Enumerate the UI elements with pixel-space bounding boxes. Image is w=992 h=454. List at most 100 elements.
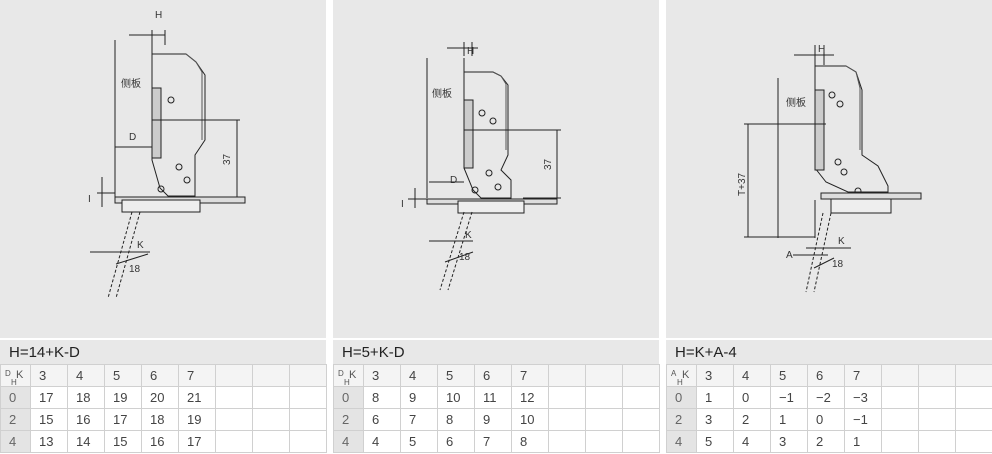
side-panel-label: 侧板	[432, 87, 452, 100]
row-header-cell: 2	[0, 408, 31, 431]
value-cell: −2	[807, 386, 845, 409]
table-row: 0 8 9 10 11 12	[333, 386, 660, 409]
empty-cell	[622, 386, 660, 409]
table-row: 4 5 4 3 2 1	[666, 430, 992, 453]
empty-cell	[252, 364, 290, 387]
value-cell: 15	[104, 430, 142, 453]
empty-cell	[548, 386, 586, 409]
hinge-drawing-3: 侧板 H T+37 A K 18	[666, 0, 992, 338]
table-row: 0 17 18 19 20 21	[0, 386, 327, 409]
value-cell: 5	[400, 430, 438, 453]
empty-cell	[215, 386, 253, 409]
value-cell: 2	[807, 430, 845, 453]
empty-cell	[881, 364, 919, 387]
value-cell: 20	[141, 386, 179, 409]
row-header-cell: 0	[666, 386, 697, 409]
empty-cell	[252, 430, 290, 453]
dim-37-label: 37	[222, 153, 233, 165]
empty-cell	[918, 386, 956, 409]
empty-cell	[215, 430, 253, 453]
table-row: 2 6 7 8 9 10	[333, 408, 660, 431]
formula-bar-2: H=5+K-D	[333, 338, 659, 364]
value-cell: 0	[733, 386, 771, 409]
value-cell: 7	[400, 408, 438, 431]
row-header-cell: 0	[0, 386, 31, 409]
header-cell: 3	[30, 364, 68, 387]
dim-18-label: 18	[832, 259, 844, 270]
empty-cell	[918, 408, 956, 431]
dim-k-label: K	[137, 240, 144, 251]
dim-k-label: K	[465, 230, 472, 241]
value-cell: 19	[104, 386, 142, 409]
value-cell: 0	[807, 408, 845, 431]
dim-h-label: H	[155, 10, 162, 21]
value-cell: 15	[30, 408, 68, 431]
header-cell: 3	[363, 364, 401, 387]
header-cell: 7	[511, 364, 549, 387]
dim-i-label: I	[401, 199, 404, 210]
dim-i-label: I	[88, 194, 91, 205]
value-cell: 11	[474, 386, 512, 409]
formula-text: H=14+K-D	[9, 344, 80, 361]
row-header-cell: 0	[333, 386, 364, 409]
empty-cell	[289, 386, 327, 409]
empty-cell	[548, 430, 586, 453]
table-row: 4 4 5 6 7 8	[333, 430, 660, 453]
dim-h-label: H	[467, 46, 474, 57]
header-cell: 6	[474, 364, 512, 387]
value-cell: 1	[696, 386, 734, 409]
header-cell: 4	[400, 364, 438, 387]
value-cell: 13	[30, 430, 68, 453]
dim-k-label: K	[838, 236, 845, 247]
empty-cell	[955, 364, 992, 387]
empty-cell	[585, 364, 623, 387]
value-cell: 3	[696, 408, 734, 431]
dim-d-label: D	[129, 132, 136, 143]
dim-h-label: H	[818, 44, 825, 55]
empty-cell	[548, 364, 586, 387]
value-cell: 8	[511, 430, 549, 453]
header-cell: 7	[844, 364, 882, 387]
value-cell: 21	[178, 386, 216, 409]
empty-cell	[955, 386, 992, 409]
empty-cell	[548, 408, 586, 431]
value-cell: 17	[104, 408, 142, 431]
empty-cell	[622, 430, 660, 453]
empty-cell	[252, 386, 290, 409]
dim-d-label: D	[450, 175, 457, 186]
value-cell: 14	[67, 430, 105, 453]
empty-cell	[918, 364, 956, 387]
corner-b-label: H	[11, 377, 17, 387]
value-cell: 8	[437, 408, 475, 431]
empty-cell	[585, 430, 623, 453]
dim-18-label: 18	[459, 252, 471, 263]
value-cell: 9	[474, 408, 512, 431]
value-cell: 18	[67, 386, 105, 409]
table-row: 4 13 14 15 16 17	[0, 430, 327, 453]
header-cell: 5	[104, 364, 142, 387]
formula-text: H=5+K-D	[342, 344, 405, 361]
hinge-diagram-1: 侧板 H D 37 I K 18	[88, 10, 246, 299]
empty-cell	[955, 430, 992, 453]
value-cell: 17	[178, 430, 216, 453]
empty-cell	[289, 364, 327, 387]
value-cell: 10	[437, 386, 475, 409]
value-cell: 4	[733, 430, 771, 453]
header-cell: 4	[67, 364, 105, 387]
value-cell: −3	[844, 386, 882, 409]
value-cell: 2	[733, 408, 771, 431]
row-header-cell: 4	[333, 430, 364, 453]
dim-37-label: 37	[543, 158, 554, 170]
hinge-drawing-1: 侧板 H D 37 I K 18	[0, 0, 326, 338]
header-cell: 7	[178, 364, 216, 387]
empty-cell	[585, 386, 623, 409]
corner-a-label: D	[5, 368, 11, 378]
side-panel-label: 侧板	[786, 96, 806, 109]
